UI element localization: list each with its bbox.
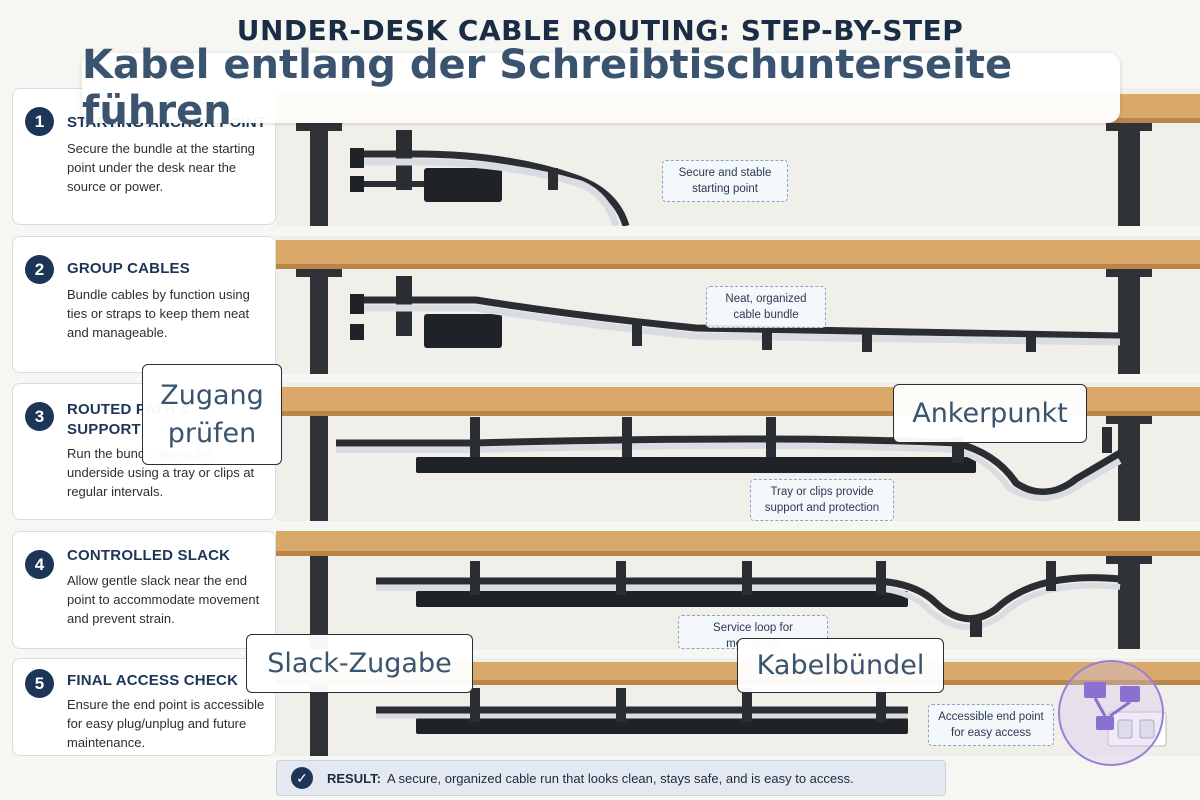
main-title: UNDER-DESK CABLE ROUTING: STEP-BY-STEP [236, 14, 964, 47]
step-number-3: 3 [25, 402, 54, 431]
step-card-2: 2 GROUP CABLES Bundle cables by function… [12, 236, 276, 373]
result-label: RESULT: [327, 770, 381, 786]
scene-2-illustration [276, 236, 1200, 374]
step-desc-3: Run the bundle along the underside using… [67, 446, 255, 499]
network-badge-graphic [1084, 682, 1140, 730]
callout-5: Accessible end point for easy access [928, 704, 1054, 746]
label-ankerpunkt: Ankerpunkt [893, 384, 1087, 443]
step-number-4: 4 [25, 550, 54, 579]
step-number-2: 2 [25, 255, 54, 284]
step-number-1: 1 [25, 107, 54, 136]
step-desc-4: Allow gentle slack near the end point to… [67, 573, 260, 626]
step-desc-2: Bundle cables by function using ties or … [67, 287, 250, 340]
step-number-5: 5 [25, 669, 54, 698]
callout-2: Neat, organized cable bundle [706, 286, 826, 328]
scene-2: Neat, organized cable bundle [276, 236, 1200, 374]
label-zugang-pruefen: Zugang prüfen [142, 364, 282, 465]
step-title-2: GROUP CABLES [67, 260, 190, 277]
step-desc-5: Ensure the end point is accessible for e… [67, 697, 265, 750]
step-title-5: FINAL ACCESS CHECK [67, 672, 239, 689]
scene-4: Service loop for movement [276, 531, 1200, 649]
result-bar: ✓ RESULT: A secure, organized cable run … [276, 760, 946, 796]
scene-4-illustration [276, 531, 1200, 649]
step-card-5: 5 FINAL ACCESS CHECK Ensure the end poin… [12, 658, 276, 756]
overlay-title: Kabel entlang der Schreibtischunterseite… [82, 42, 1120, 134]
step-desc-1: Secure the bundle at the starting point … [67, 141, 255, 194]
label-slack-zugabe: Slack-Zugabe [246, 634, 473, 693]
callout-1: Secure and stable starting point [662, 160, 788, 202]
result-text: A secure, organized cable run that looks… [386, 770, 854, 786]
label-kabelbuendel: Kabelbündel [737, 638, 944, 693]
checkmark-icon: ✓ [291, 767, 313, 789]
callout-3: Tray or clips provide support and protec… [750, 479, 894, 521]
step-card-4: 4 CONTROLLED SLACK Allow gentle slack ne… [12, 531, 276, 649]
step-title-4: CONTROLLED SLACK [67, 547, 231, 564]
network-badge-icon [1058, 660, 1164, 766]
